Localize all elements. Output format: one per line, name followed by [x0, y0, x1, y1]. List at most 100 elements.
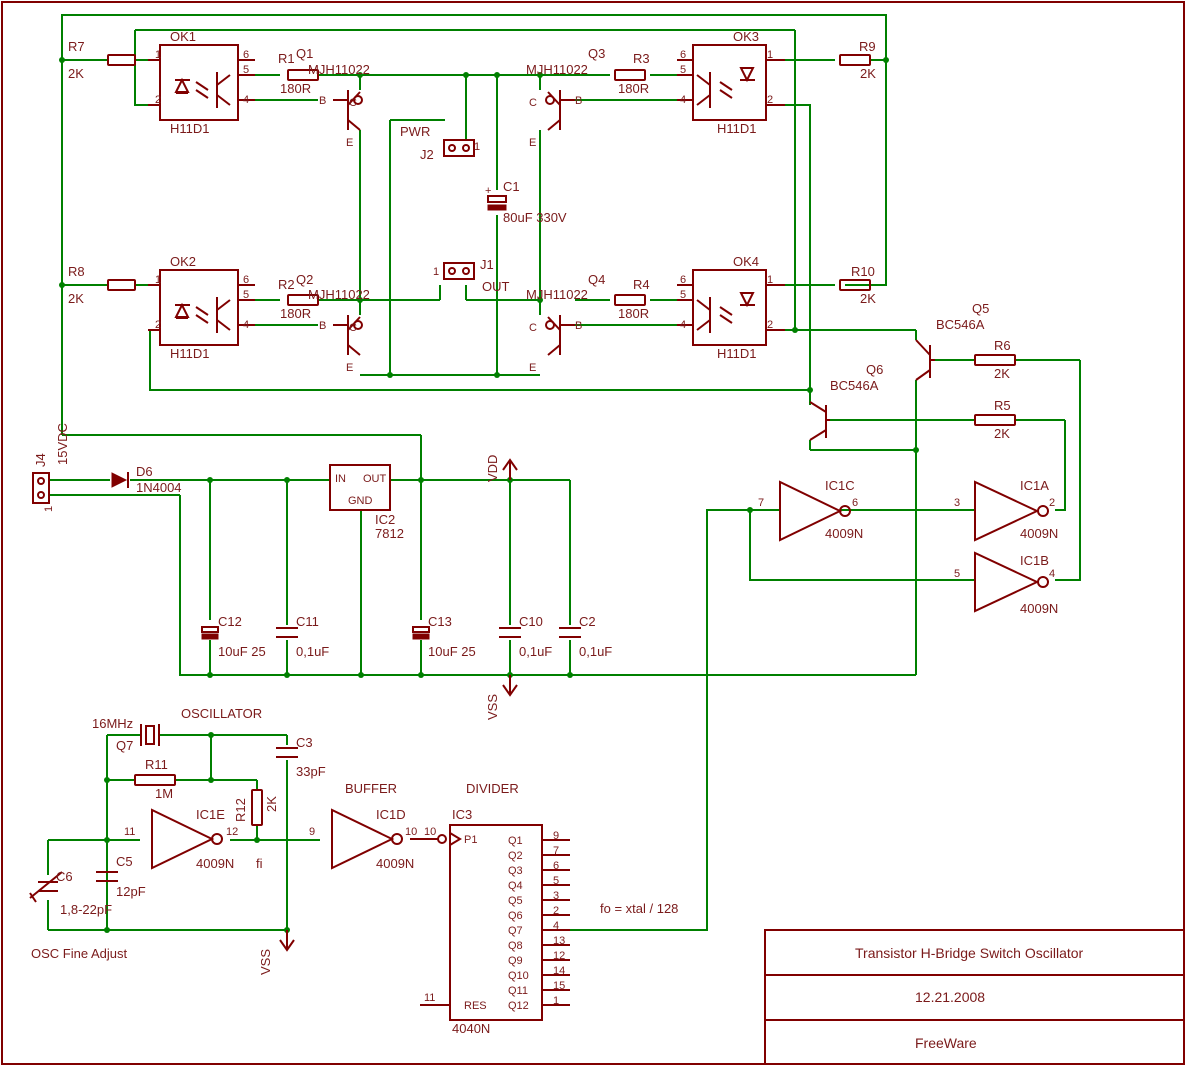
- ok4-part: H11D1: [717, 346, 757, 361]
- r5-ref: R5: [994, 398, 1011, 413]
- pin-label: E: [346, 362, 353, 374]
- capacitor-c2: [559, 627, 581, 638]
- optocoupler-ok2: [159, 269, 239, 346]
- sheet-title: Transistor H-Bridge Switch Oscillator: [855, 945, 1084, 961]
- pin-label: 2: [155, 94, 161, 106]
- pin-label: 2: [155, 319, 161, 331]
- r2-value: 180R: [280, 306, 311, 321]
- pin-label: 1: [433, 266, 439, 278]
- q5-part: BC546A: [936, 317, 985, 332]
- r6-ref: R6: [994, 338, 1011, 353]
- pin-label: 1: [474, 141, 480, 153]
- pin-label: 6: [243, 49, 249, 61]
- pin-label: 6: [680, 274, 686, 286]
- r10-ref: R10: [851, 264, 875, 279]
- supply-15vdc: 15VDC: [55, 423, 70, 465]
- ic3-part: 4040N: [452, 1021, 490, 1036]
- q6-ref: Q6: [866, 362, 883, 377]
- r4-ref: R4: [633, 277, 650, 292]
- pin-label: 6: [243, 274, 249, 286]
- r12-ref: R12: [233, 798, 248, 822]
- pin-label: 4: [1049, 568, 1055, 580]
- pin-label: 4: [680, 94, 686, 106]
- ok2-part: H11D1: [170, 346, 210, 361]
- inverter-ic1e: [151, 808, 223, 870]
- pin-label: 5: [954, 568, 960, 580]
- r11-value: 1M: [155, 786, 173, 801]
- junctions: [59, 57, 919, 933]
- pin-label: 2: [1049, 497, 1055, 509]
- ic1e-part: 4009N: [196, 856, 234, 871]
- labels: Transistor H-Bridge Switch Oscillator 12…: [31, 29, 1084, 1051]
- r6-value: 2K: [994, 366, 1010, 381]
- resistor-r6: [974, 354, 1016, 366]
- ok1-ref: OK1: [170, 29, 196, 44]
- pin-label: C: [349, 97, 357, 109]
- q3-ref: Q3: [588, 46, 605, 61]
- c11-value: 0,1uF: [296, 644, 329, 659]
- vdd-label: VDD: [485, 455, 500, 482]
- pin-label: 4: [680, 319, 686, 331]
- q1-ref: Q1: [296, 46, 313, 61]
- optocoupler-ok1: [159, 44, 239, 121]
- c5-value: 12pF: [116, 884, 146, 899]
- c1-plus: +: [485, 185, 491, 197]
- ic1b-part: 4009N: [1020, 601, 1058, 616]
- opto-leads: [148, 59, 785, 331]
- resistor-r2: [287, 294, 319, 306]
- crystal-value: 16MHz: [92, 716, 133, 731]
- inverter-ic1b: [974, 551, 1049, 613]
- q4-ref: Q4: [588, 272, 605, 287]
- pin-label: 5: [243, 64, 249, 76]
- ok4-ref: OK4: [733, 254, 759, 269]
- c3-value: 33pF: [296, 764, 326, 779]
- counter-pin-number: 13: [553, 935, 565, 947]
- c6-ref: C6: [56, 869, 73, 884]
- ic1e-ref: IC1E: [196, 807, 225, 822]
- pin-label: E: [529, 137, 536, 149]
- crystal-q7: [140, 724, 160, 746]
- capacitor-c3: [276, 747, 298, 758]
- counter-output-q6: Q6: [508, 910, 523, 922]
- resistor-r8: [107, 279, 136, 291]
- sheet-license: FreeWare: [915, 1035, 977, 1051]
- r5-value: 2K: [994, 426, 1010, 441]
- r9-ref: R9: [859, 39, 876, 54]
- ic2-ref: IC2: [375, 512, 395, 527]
- pin-label: 5: [680, 289, 686, 301]
- c2-value: 0,1uF: [579, 644, 612, 659]
- d6-ref: D6: [136, 464, 153, 479]
- q3-part: MJH11022: [526, 62, 588, 77]
- c13-value: 10uF 25: [428, 644, 476, 659]
- pin-label: 11: [124, 826, 135, 838]
- vss-arrow-icon: [502, 675, 518, 697]
- capacitor-c1: [487, 195, 507, 211]
- vdd-arrow-icon: [502, 458, 518, 480]
- pin-label: B: [575, 320, 582, 332]
- counter-pin-number: 3: [553, 890, 559, 902]
- r2-ref: R2: [278, 277, 295, 292]
- capacitor-c5: [96, 871, 118, 882]
- j4-ref: J4: [33, 453, 48, 467]
- pin-label: 4: [243, 319, 249, 331]
- counter-pin-number: 4: [553, 920, 559, 932]
- wires: [47, 14, 1081, 931]
- c11-ref: C11: [296, 614, 319, 629]
- c12-ref: C12: [218, 614, 242, 629]
- r8-value: 2K: [68, 291, 84, 306]
- buffer-title: BUFFER: [345, 781, 397, 796]
- transistor-q2: [333, 315, 363, 356]
- q1-part: MJH11022: [308, 62, 370, 77]
- c5-ref: C5: [116, 854, 133, 869]
- ic1b-ref: IC1B: [1020, 553, 1049, 568]
- ic3-reset-pin: 11: [424, 992, 435, 1004]
- pin-label: 12: [226, 826, 238, 838]
- resistor-r5: [974, 414, 1016, 426]
- ic1d-part: 4009N: [376, 856, 414, 871]
- inverter-ic1d: [331, 808, 403, 870]
- fine-adjust-label: OSC Fine Adjust: [31, 946, 127, 961]
- connector-j4: [32, 472, 50, 504]
- pin-label: 3: [954, 497, 960, 509]
